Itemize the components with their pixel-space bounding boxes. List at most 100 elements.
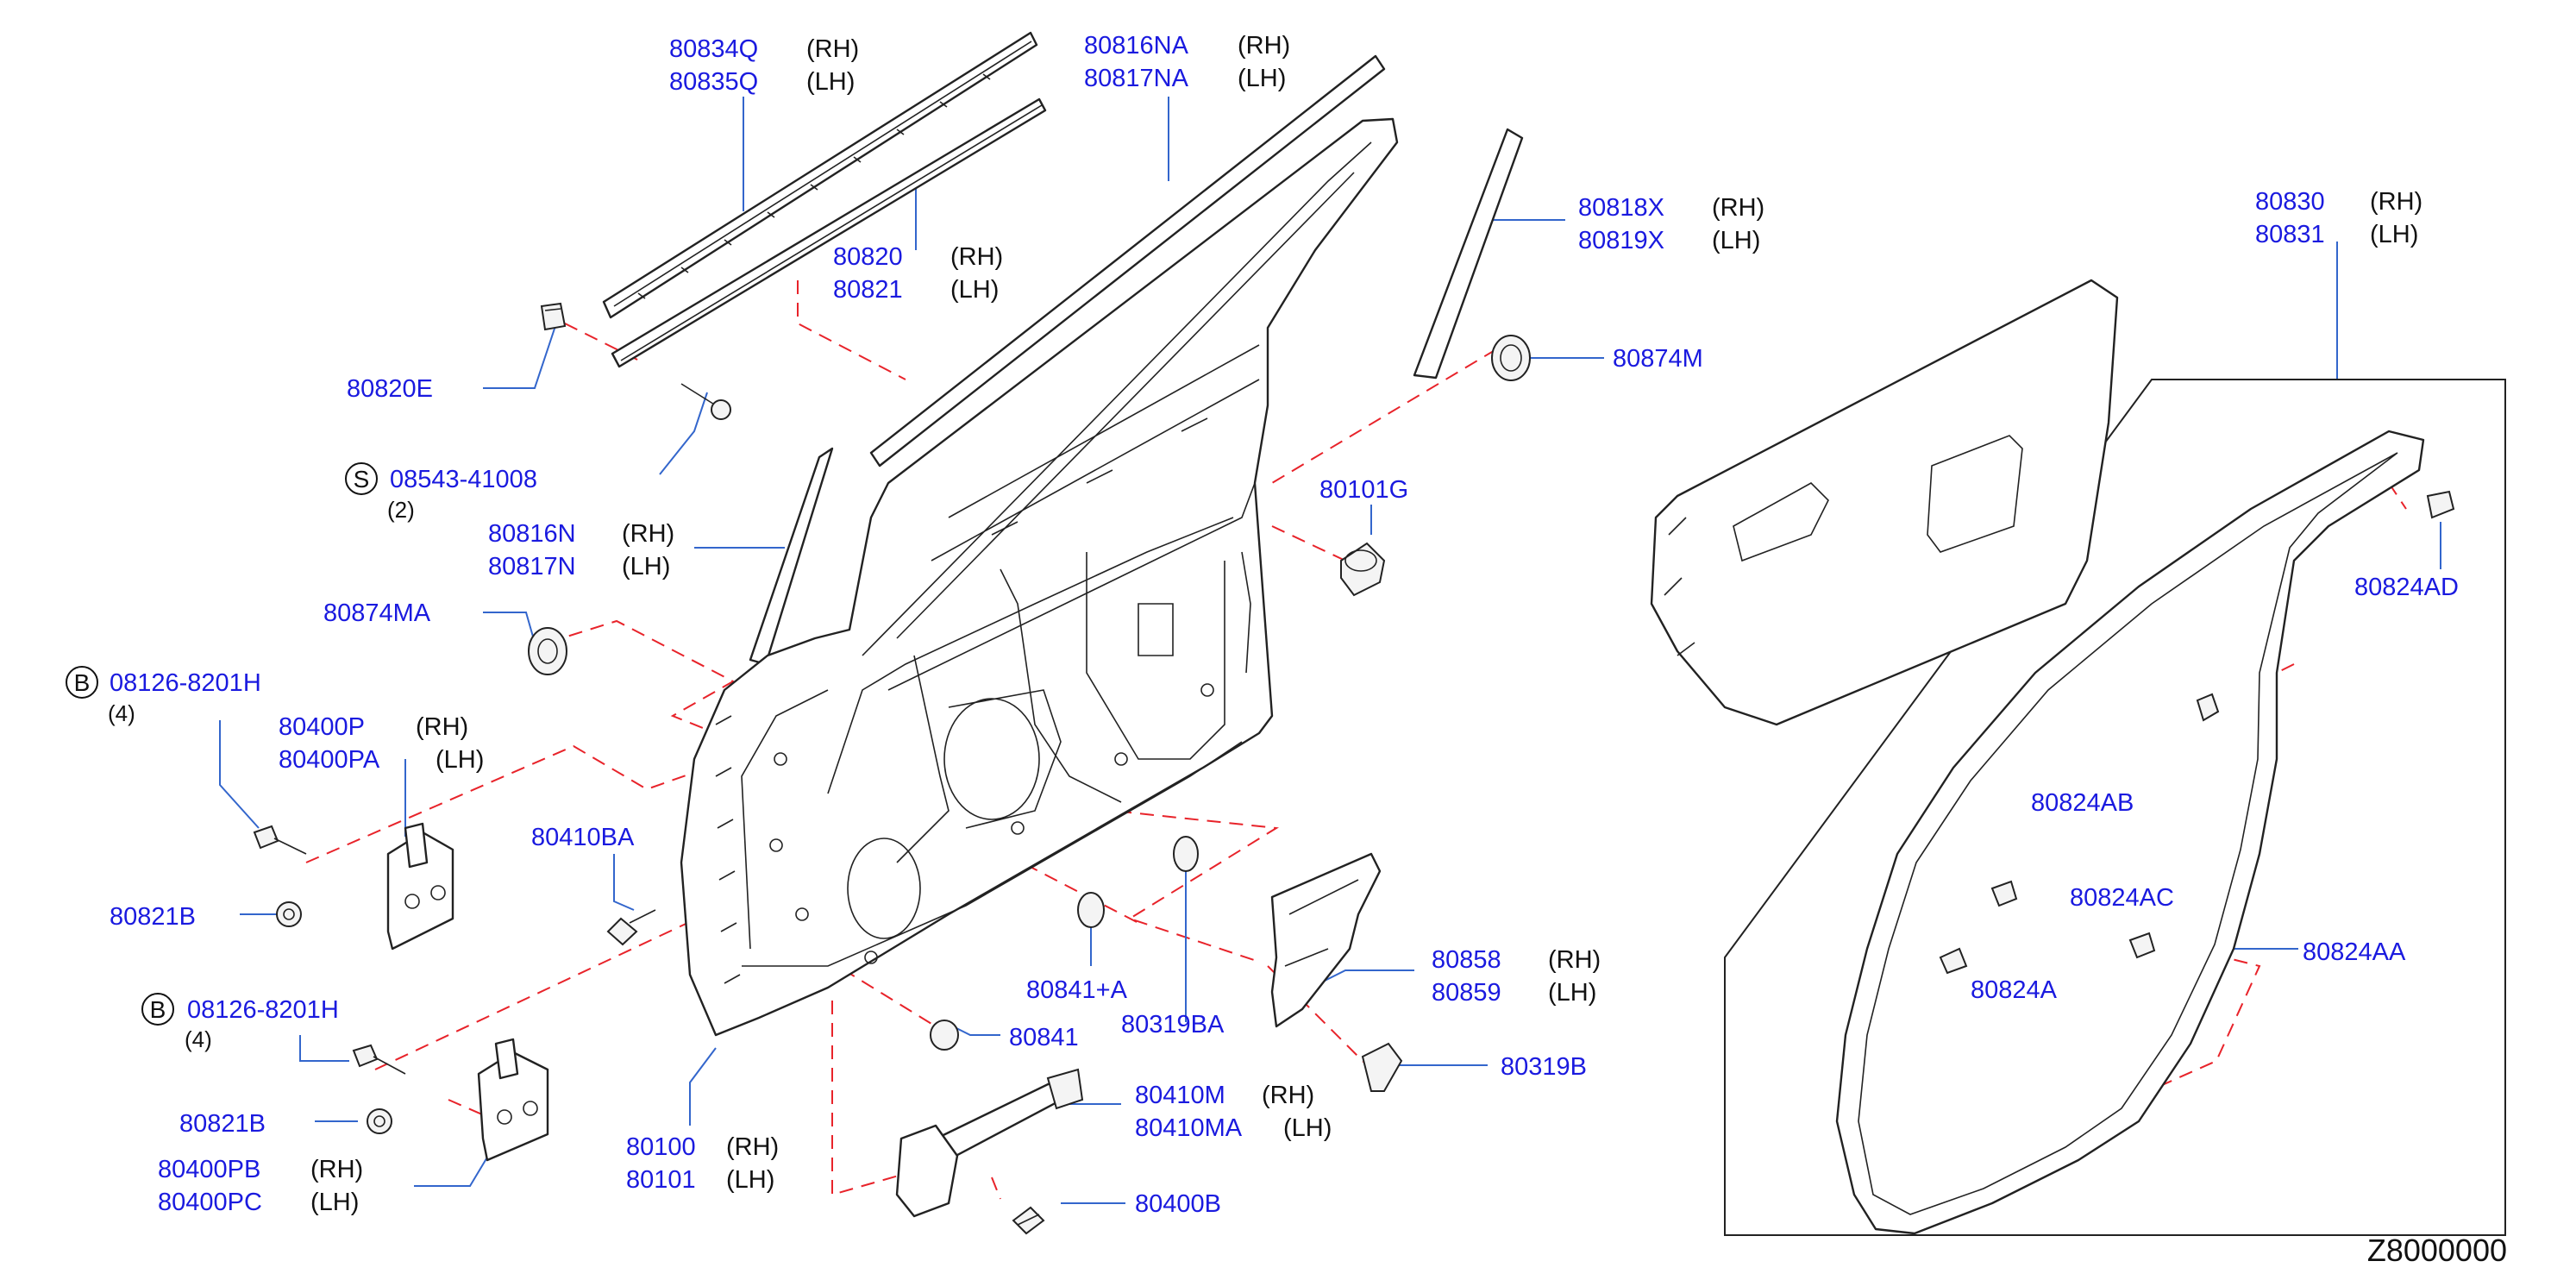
callout-80824ab[interactable]: 80824AB: [2031, 789, 2134, 817]
callout-80819x[interactable]: 80819X (LH): [1578, 227, 1760, 254]
part-number[interactable]: 80841+A: [1026, 976, 1128, 1004]
part-number[interactable]: 80817NA: [1084, 65, 1189, 92]
callout-80821[interactable]: 80821 (LH): [833, 276, 999, 304]
callout-80817n[interactable]: 80817N (LH): [488, 553, 670, 580]
callout-80824ad[interactable]: 80824AD: [2354, 574, 2459, 601]
side-label: (LH): [806, 68, 855, 96]
part-number[interactable]: 80874MA: [323, 599, 431, 627]
callout-80841[interactable]: 80841: [1009, 1024, 1079, 1051]
callout-80818x[interactable]: 80818X (RH): [1578, 194, 1764, 222]
part-number[interactable]: 80821: [833, 276, 903, 304]
callout-80820e[interactable]: 80820E: [347, 375, 433, 403]
part-number[interactable]: 80824AA: [2303, 938, 2406, 966]
part-number[interactable]: 08126-8201H: [187, 996, 339, 1024]
callout-80410ma[interactable]: 80410MA (LH): [1135, 1114, 1332, 1142]
weatherstrip-frame: [1724, 379, 2506, 1236]
part-number[interactable]: 80821B: [110, 903, 196, 931]
callout-80400pa[interactable]: 80400PA (LH): [279, 746, 484, 774]
callout-80824ac[interactable]: 80824AC: [2070, 884, 2174, 912]
callout-80400p[interactable]: 80400P (RH): [279, 713, 468, 741]
side-label: (RH): [1262, 1082, 1314, 1109]
callout-80841a[interactable]: 80841+A: [1026, 976, 1128, 1004]
callout-80830[interactable]: 80830 (RH): [2255, 188, 2422, 216]
callout-80835q[interactable]: 80835Q (LH): [669, 68, 855, 96]
callout-80400pb[interactable]: 80400PB (RH): [158, 1156, 363, 1183]
callout-80834q[interactable]: 80834Q (RH): [669, 35, 859, 63]
part-number[interactable]: 80834Q: [669, 35, 758, 63]
bolt-08126-upper: [253, 825, 307, 855]
callout-80319b[interactable]: 80319B: [1501, 1053, 1587, 1081]
callout-08126-8201h-upper[interactable]: B 08126-8201H (4): [66, 666, 261, 726]
part-number[interactable]: 80410M: [1135, 1082, 1225, 1109]
part-number[interactable]: 80101G: [1319, 476, 1408, 504]
callout-80817na[interactable]: 80817NA (LH): [1084, 65, 1286, 92]
part-number[interactable]: 08543-41008: [390, 466, 537, 493]
part-number[interactable]: 80319BA: [1121, 1011, 1225, 1038]
part-number[interactable]: 80841: [1009, 1024, 1079, 1051]
callout-80824aa[interactable]: 80824AA: [2303, 938, 2406, 966]
part-number[interactable]: 80858: [1432, 946, 1501, 974]
part-number[interactable]: 80101: [626, 1166, 696, 1194]
part-number[interactable]: 80816N: [488, 520, 576, 548]
callout-08126-8201h-lower[interactable]: B 08126-8201H (4): [141, 993, 339, 1052]
part-number[interactable]: 80820: [833, 243, 903, 271]
side-label: (LH): [1548, 979, 1596, 1007]
callout-80824a[interactable]: 80824A: [1971, 976, 2058, 1004]
part-number[interactable]: 80817N: [488, 553, 576, 580]
callout-80100[interactable]: 80100 (RH): [626, 1133, 779, 1161]
part-number[interactable]: 80100: [626, 1133, 696, 1161]
callout-80319ba[interactable]: 80319BA: [1121, 1011, 1225, 1038]
part-number[interactable]: 80400PB: [158, 1156, 260, 1183]
callout-80859[interactable]: 80859 (LH): [1432, 979, 1596, 1007]
door-molding-outer: [602, 31, 1038, 319]
part-number[interactable]: 80821B: [179, 1110, 266, 1138]
sash-trim-80816n: [749, 447, 834, 666]
callout-80400b[interactable]: 80400B: [1135, 1190, 1221, 1218]
callout-80874m[interactable]: 80874M: [1613, 345, 1703, 373]
clip-80824ab: [2196, 693, 2220, 722]
part-number[interactable]: 80400PA: [279, 746, 380, 774]
part-number[interactable]: 80400B: [1135, 1190, 1221, 1218]
part-number[interactable]: 80819X: [1578, 227, 1664, 254]
part-number[interactable]: 08126-8201H: [110, 669, 261, 697]
callout-80816na[interactable]: 80816NA (RH): [1084, 32, 1290, 60]
part-number[interactable]: 80824AC: [2070, 884, 2174, 912]
callout-80821b-lower[interactable]: 80821B: [179, 1110, 266, 1138]
badge-circle: [141, 993, 174, 1026]
part-number[interactable]: 80824A: [1971, 976, 2058, 1004]
part-number[interactable]: 80410MA: [1135, 1114, 1243, 1142]
callout-08543-41008[interactable]: S 08543-41008 (2): [345, 462, 537, 523]
callout-80820[interactable]: 80820 (RH): [833, 243, 1003, 271]
part-number[interactable]: 80824AD: [2354, 574, 2459, 601]
callout-80101[interactable]: 80101 (LH): [626, 1166, 774, 1194]
badge-letter: S: [354, 466, 370, 493]
part-number[interactable]: 80820E: [347, 375, 433, 403]
part-number[interactable]: 80400P: [279, 713, 365, 741]
side-label: (RH): [1238, 32, 1290, 60]
part-number[interactable]: 80410BA: [531, 824, 635, 851]
callout-80874ma[interactable]: 80874MA: [323, 599, 431, 627]
part-number[interactable]: 80830: [2255, 188, 2325, 216]
part-number[interactable]: 80835Q: [669, 68, 758, 96]
side-label: (LH): [1283, 1114, 1332, 1142]
part-number[interactable]: 80319B: [1501, 1053, 1587, 1081]
callout-80410m[interactable]: 80410M (RH): [1135, 1082, 1314, 1109]
callout-80858[interactable]: 80858 (RH): [1432, 946, 1601, 974]
callout-80410ba[interactable]: 80410BA: [531, 824, 635, 851]
callout-80101g[interactable]: 80101G: [1319, 476, 1408, 504]
callout-80400pc[interactable]: 80400PC (LH): [158, 1189, 359, 1216]
part-number[interactable]: 80818X: [1578, 194, 1664, 222]
part-number[interactable]: 80824AB: [2031, 789, 2134, 817]
part-number[interactable]: 80400PC: [158, 1189, 262, 1216]
part-number[interactable]: 80859: [1432, 979, 1501, 1007]
callout-80816n[interactable]: 80816N (RH): [488, 520, 674, 548]
part-number[interactable]: 80831: [2255, 221, 2325, 248]
part-number[interactable]: 80816NA: [1084, 32, 1189, 60]
callout-80831[interactable]: 80831 (LH): [2255, 221, 2418, 248]
part-number[interactable]: 80874M: [1613, 345, 1703, 373]
side-label: (LH): [726, 1166, 774, 1194]
badge-letter: B: [150, 996, 166, 1023]
side-label: (RH): [806, 35, 859, 63]
callout-80821b-upper[interactable]: 80821B: [110, 903, 196, 931]
